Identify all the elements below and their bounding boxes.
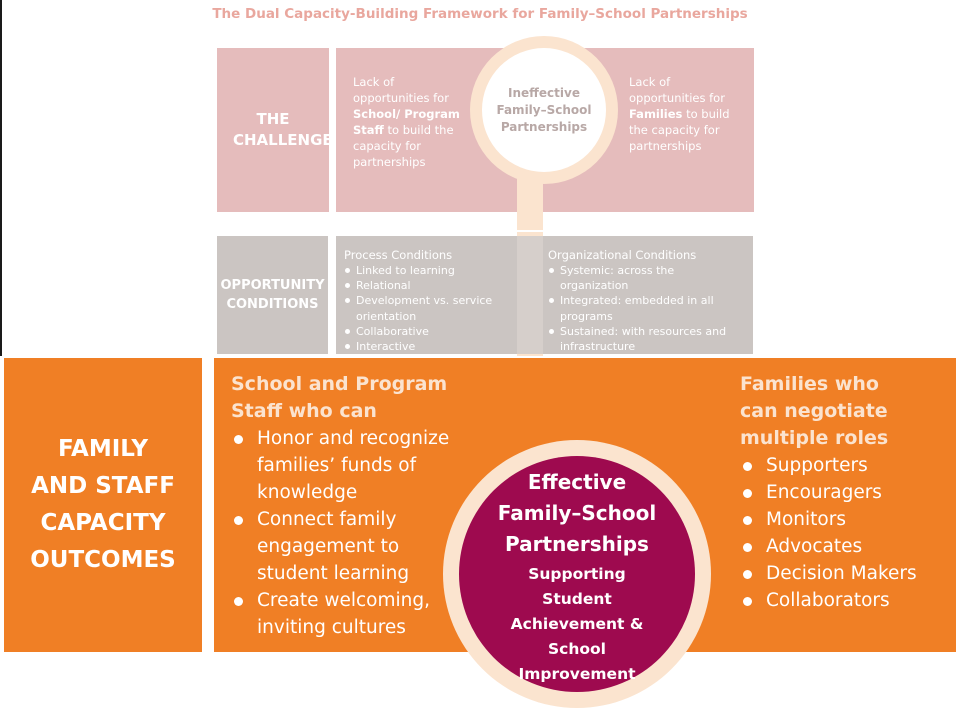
challenge-staff-bold: School/ Program Staff	[353, 107, 460, 137]
families-outcomes: Families who can negotiate multiple role…	[740, 371, 950, 614]
process-item: Interactive	[344, 339, 539, 354]
process-item: Linked to learning	[344, 263, 539, 278]
families-item: Encouragers	[740, 479, 950, 506]
process-item: Collaborative	[344, 324, 539, 339]
process-heading: Process Conditions	[344, 248, 453, 262]
conditions-panel	[336, 236, 753, 354]
families-heading: Families who can negotiate multiple role…	[740, 373, 889, 449]
challenge-label-box: THE CHALLENGE	[217, 48, 333, 212]
org-item: Integrated: embedded in all programs	[548, 293, 743, 323]
families-item: Collaborators	[740, 587, 950, 614]
process-item: Development vs. service orientation	[344, 293, 539, 323]
conditions-handle-overlay	[517, 236, 543, 354]
staff-item: Connect family engagement to student lea…	[231, 506, 459, 587]
org-heading: Organizational Conditions	[548, 248, 697, 262]
families-item: Supporters	[740, 452, 950, 479]
challenge-label: THE CHALLENGE	[233, 110, 333, 149]
ineffective-circle-inner: Ineffective Family–School Partnerships	[482, 48, 606, 172]
conditions-label-box: OPPORTUNITY CONDITIONS	[217, 236, 328, 354]
ineffective-circle: Ineffective Family–School Partnerships	[470, 36, 618, 184]
org-item: Systemic: across the organization	[548, 263, 743, 293]
staff-heading: School and Program Staff who can	[231, 373, 448, 422]
outcomes-label-box: FAMILY AND STAFF CAPACITY OUTCOMES	[4, 358, 202, 652]
challenge-staff-text: Lack of opportunities for School/ Progra…	[353, 74, 471, 170]
challenge-families-post: to build the capacity for partnerships	[629, 107, 730, 153]
staff-outcomes: School and Program Staff who can Honor a…	[231, 371, 459, 641]
org-item: Sustained: with resources and infrastruc…	[548, 324, 743, 354]
ineffective-label: Ineffective Family–School Partnerships	[496, 85, 592, 134]
left-frame-line	[0, 0, 2, 356]
outcomes-label: FAMILY AND STAFF CAPACITY OUTCOMES	[30, 436, 176, 573]
process-conditions: Process Conditions Linked to learning Re…	[344, 247, 539, 354]
challenge-families-pre: Lack of opportunities for	[629, 75, 725, 105]
families-item: Monitors	[740, 506, 950, 533]
effective-title: Effective Family–School Partnerships	[497, 470, 657, 556]
families-item: Advocates	[740, 533, 950, 560]
effective-circle-ring: Effective Family–School Partnerships Sup…	[443, 440, 711, 708]
effective-subtitle: Supporting Student Achievement & School …	[510, 565, 644, 683]
challenge-families-text: Lack of opportunities for Families to bu…	[629, 74, 739, 154]
families-item: Decision Makers	[740, 560, 950, 587]
challenge-staff-post: to build the capacity for partnerships	[353, 123, 454, 169]
effective-circle: Effective Family–School Partnerships Sup…	[459, 456, 695, 692]
conditions-label: OPPORTUNITY CONDITIONS	[220, 278, 325, 312]
challenge-staff-pre: Lack of opportunities for	[353, 75, 449, 105]
staff-item: Create welcoming, inviting cultures	[231, 587, 459, 641]
staff-item: Honor and recognize families’ funds of k…	[231, 425, 459, 506]
diagram-title: The Dual Capacity-Building Framework for…	[212, 6, 748, 22]
organizational-conditions: Organizational Conditions Systemic: acro…	[548, 247, 743, 354]
challenge-families-bold: Families	[629, 107, 683, 121]
process-item: Relational	[344, 278, 539, 293]
